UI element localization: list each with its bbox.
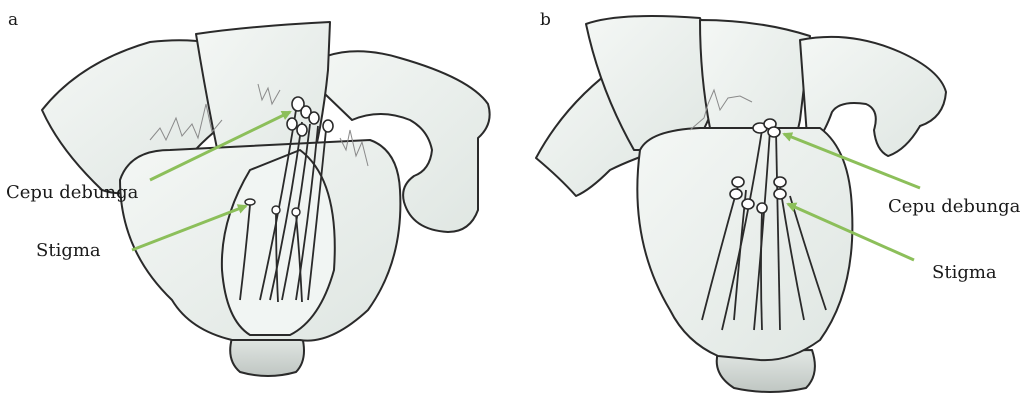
panel-a-letter: a	[8, 10, 18, 30]
panel-a-anther-label: Cepu debunga	[6, 182, 138, 203]
panel-b-anther-label: Cepu debunga	[888, 196, 1020, 217]
flower-b	[536, 16, 946, 392]
panel-b-stigma-label: Stigma	[932, 262, 997, 283]
panel-a-stigma-label: Stigma	[36, 240, 101, 261]
flower-b-cup	[637, 128, 852, 360]
panel-b-letter: b	[540, 10, 551, 30]
flower-a-base	[230, 336, 304, 376]
